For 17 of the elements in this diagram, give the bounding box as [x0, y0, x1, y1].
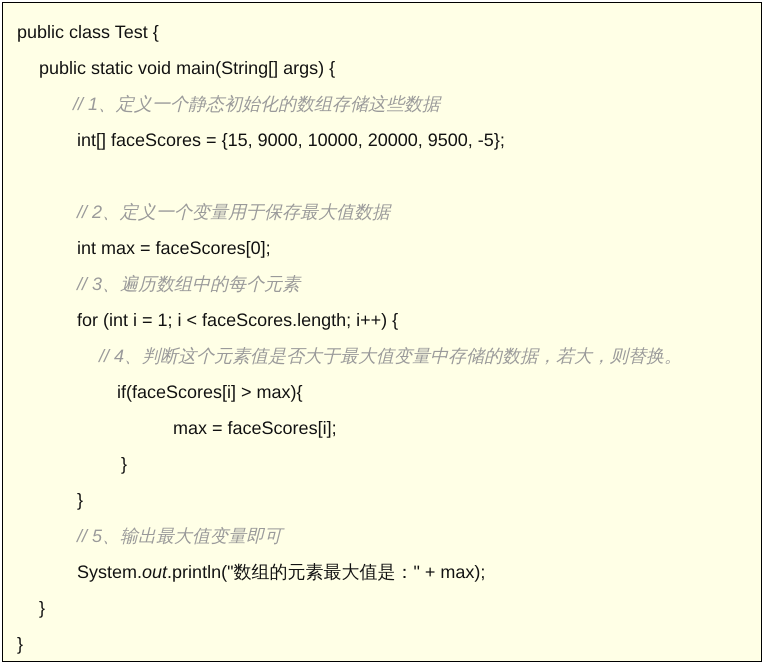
- code-comment: // 2、定义一个变量用于保存最大值数据: [77, 201, 390, 223]
- code-line: }: [17, 633, 24, 655]
- code-comment: // 3、遍历数组中的每个元素: [77, 273, 300, 295]
- code-line: }: [77, 489, 84, 511]
- code-comment: // 5、输出最大值变量即可: [77, 525, 282, 547]
- code-line: public static void main(String[] args) {: [39, 57, 336, 79]
- code-line: int max = faceScores[0];: [77, 237, 271, 259]
- code-comment: // 4、判断这个元素值是否大于最大值变量中存储的数据，若大，则替换。: [99, 345, 682, 367]
- code-line: if(faceScores[i] > max){: [117, 381, 303, 403]
- code-line: max = faceScores[i];: [173, 417, 337, 439]
- code-line: }: [39, 597, 46, 619]
- code-line: public class Test {: [17, 21, 159, 43]
- code-line: System.out.println("数组的元素最大值是：" + max);: [77, 561, 486, 583]
- code-line: }: [121, 453, 128, 475]
- code-line: for (int i = 1; i < faceScores.length; i++) {: [77, 309, 398, 331]
- code-line: int[] faceScores = {15, 9000, 10000, 20000, 9500, -5};: [77, 129, 505, 151]
- code-comment: // 1、定义一个静态初始化的数组存储这些数据: [73, 93, 440, 115]
